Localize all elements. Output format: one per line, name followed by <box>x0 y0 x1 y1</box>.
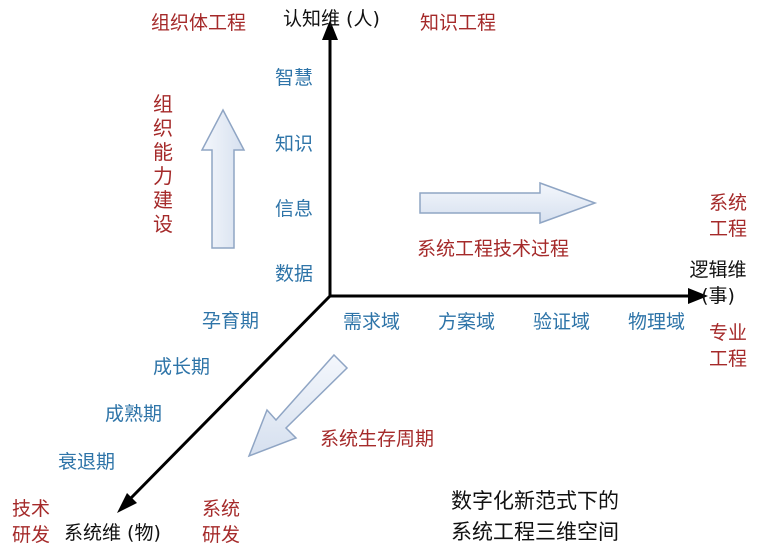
specialty-engineering-label: 专业 工程 <box>705 320 751 372</box>
domain-physical: 物理域 <box>628 311 686 333</box>
diagram-caption-line2: 系统工程三维空间 <box>451 520 619 544</box>
system-rnd-label: 系统 研发 <box>198 496 244 548</box>
lifecycle-arrow <box>247 353 349 458</box>
lifecycle-label: 系统生存周期 <box>320 428 435 450</box>
diagonal-axis-arrowhead <box>117 493 137 513</box>
system-rnd-label-line1: 系统 <box>201 498 240 520</box>
technical-process-label: 系统工程技术过程 <box>417 238 570 260</box>
vertical-axis-label: 认知维 (人) <box>283 8 380 30</box>
level-information: 信息 <box>275 198 314 220</box>
horizontal-axis-label-line1: 逻辑维 <box>689 259 747 281</box>
technology-rnd-label-line2: 研发 <box>11 524 50 546</box>
organization-capability-label: 组织能力建设 <box>153 92 173 236</box>
technology-rnd-label-line1: 技术 <box>11 498 50 520</box>
organization-engineering-label: 组织体工程 <box>151 12 247 34</box>
level-knowledge: 知识 <box>275 133 314 155</box>
horizontal-axis-label-line2: (事) <box>701 285 735 307</box>
phase-gestation: 孕育期 <box>202 310 260 332</box>
diagonal-axis-line <box>129 294 332 500</box>
technical-process-arrow <box>419 181 598 225</box>
specialty-engineering-label-line2: 工程 <box>708 348 747 370</box>
phase-growth: 成长期 <box>153 356 211 378</box>
horizontal-axis-arrowhead <box>688 288 708 304</box>
technology-rnd-label: 技术 研发 <box>8 496 54 548</box>
vertical-axis-arrowhead <box>322 20 338 40</box>
organization-capability-arrow <box>200 108 246 249</box>
knowledge-engineering-label: 知识工程 <box>420 12 497 34</box>
specialty-engineering-label-line1: 专业 <box>708 322 747 344</box>
level-wisdom: 智慧 <box>275 67 314 89</box>
system-rnd-label-line2: 研发 <box>201 524 240 546</box>
domain-requirement: 需求域 <box>343 311 401 333</box>
phase-decline: 衰退期 <box>58 451 116 473</box>
diagonal-axis-label: 系统维 (物) <box>64 522 161 544</box>
systems-engineering-label-line2: 工程 <box>708 218 747 240</box>
level-data: 数据 <box>275 263 314 285</box>
diagram-caption: 数字化新范式下的 系统工程三维空间 <box>451 486 711 548</box>
systems-engineering-label: 系统 工程 <box>705 190 751 242</box>
horizontal-axis-label: 逻辑维 (事) <box>680 257 756 309</box>
diagram-caption-line1: 数字化新范式下的 <box>451 489 619 513</box>
phase-maturity: 成熟期 <box>105 403 163 425</box>
systems-engineering-label-line1: 系统 <box>708 192 747 214</box>
domain-solution: 方案域 <box>438 311 496 333</box>
domain-verification: 验证域 <box>533 311 591 333</box>
